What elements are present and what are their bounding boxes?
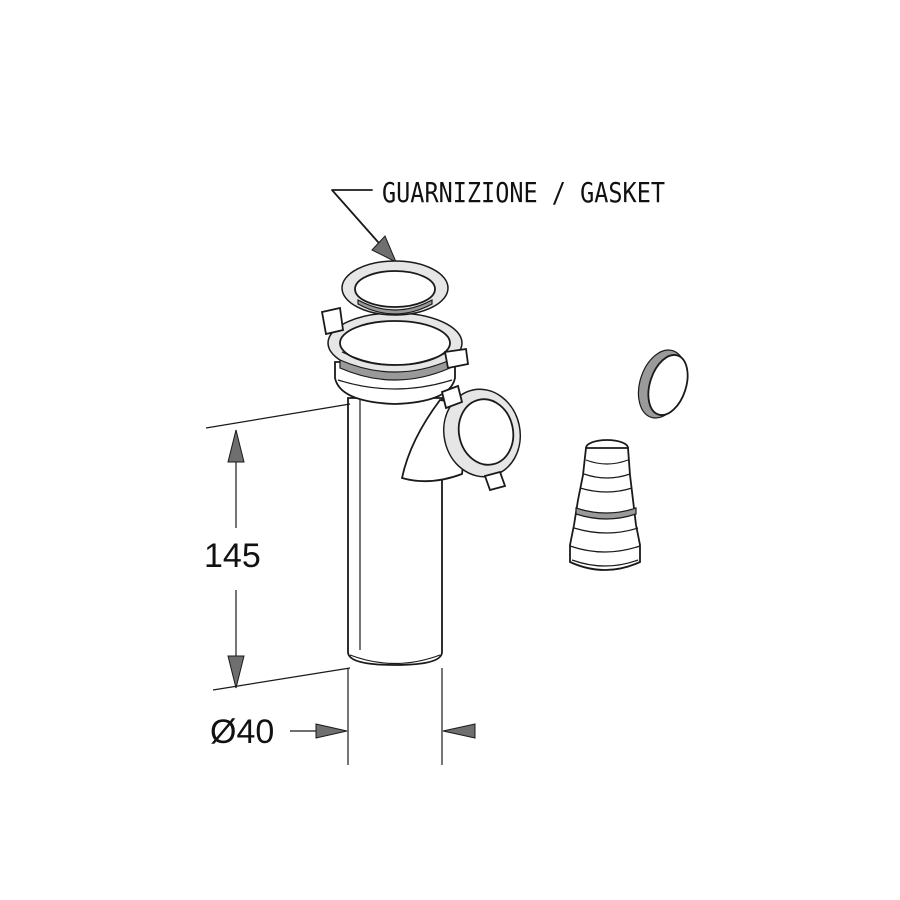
nut-tab-left [320,306,345,336]
gasket-ring [341,260,449,316]
outlet-tab-bottom [483,470,507,492]
adapter-band [575,507,637,520]
gasket-callout: GUARNIZIONE / GASKET [331,176,665,264]
nut-thread-line [341,351,449,366]
diameter-dim-label: Ø40 [210,713,274,751]
adapter-base-rim [571,559,639,567]
diameter-dimension: Ø40 [210,668,476,765]
diameter-arrow-left [315,723,348,739]
adapter-step-3 [579,487,633,493]
gasket-shadow [357,298,433,315]
outlet-tab-top [440,384,464,410]
adapter-step-5 [569,545,641,553]
coupling-nut [320,306,470,381]
height-arrow-top [227,429,245,463]
height-extension-top [205,403,351,429]
height-dim-label: 145 [204,537,261,575]
diameter-arrow-right [442,723,476,739]
side-outlet [440,384,522,492]
cap-face [647,354,689,416]
outlet-inner-ring [457,398,515,466]
height-arrow-bottom [227,655,245,689]
nut-tab-right [443,347,470,370]
cap-plug [637,349,689,419]
hose-adapter [569,439,641,571]
pipe-bottom-rim [349,654,441,665]
gasket-inner [354,270,436,308]
gasket-arrow-head [371,235,397,264]
standpipe [334,361,471,666]
adapter-body [569,447,641,571]
adapter-step-1 [585,459,629,465]
adapter-step-2 [583,473,631,479]
height-dimension: 145 [204,403,351,691]
gasket-label: GUARNIZIONE / GASKET [382,176,665,209]
collar-rim [337,379,453,390]
adapter-step-4 [573,527,639,534]
gasket-leader-line [331,189,379,243]
